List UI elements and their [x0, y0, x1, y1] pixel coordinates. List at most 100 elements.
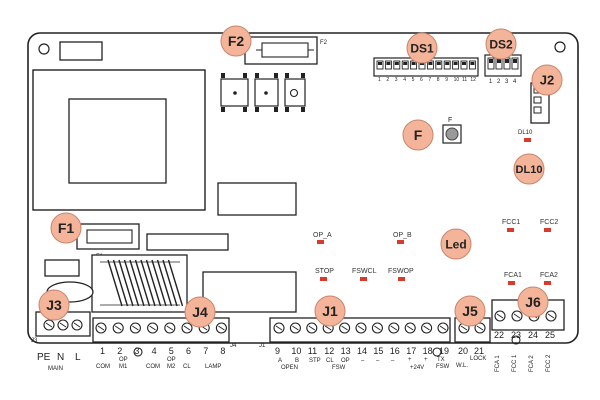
ds2-number: 4 [513, 79, 517, 85]
svg-text:+: + [424, 357, 428, 363]
callout-dl10: DL10 [513, 153, 545, 185]
callout-label: J1 [322, 303, 338, 319]
callout-label: J5 [462, 303, 478, 319]
transformer-core [68, 98, 167, 184]
callout-j4: J4 [184, 296, 216, 328]
terminal-number: 7 [203, 346, 208, 356]
terminal-number: 5 [169, 346, 174, 356]
svg-text:LOCK: LOCK [470, 356, 486, 362]
relay-right [254, 73, 279, 112]
led-fswcl: FSWCL [352, 268, 377, 281]
callout-f: F [402, 119, 434, 151]
terminal-number: 22 [494, 330, 504, 340]
j1-terminal-functions: A B OPEN STP CL OP FSW – – – + + +24V TX… [278, 357, 450, 371]
led-dl10 [524, 138, 531, 142]
callout-label: J4 [192, 304, 208, 320]
ds1-number: 4 [403, 77, 406, 83]
coil-inductor [91, 254, 188, 313]
svg-text:+: + [408, 357, 412, 363]
ds1-number: 3 [395, 77, 398, 83]
callout-f2: F2 [220, 25, 252, 57]
ds1-number: 2 [386, 77, 389, 83]
svg-text:OP: OP [167, 357, 176, 363]
terminal-number: 16 [390, 346, 400, 356]
terminal-number: 24 [528, 330, 538, 340]
callout-ds2: DS2 [485, 28, 517, 60]
svg-text:COM: COM [146, 364, 160, 370]
callout-led: Led [440, 228, 472, 260]
ds2-number: 1 [489, 79, 493, 85]
svg-text:–: – [376, 358, 380, 364]
terminal-number: 21 [474, 346, 484, 356]
label-main: MAIN [48, 366, 63, 372]
main-labels: PE N L MAIN [37, 352, 81, 372]
svg-text:–: – [391, 358, 395, 364]
terminal-number: 13 [341, 346, 351, 356]
dip-switch-ds2 [484, 54, 522, 77]
ds1-number: 6 [420, 77, 423, 83]
terminal-number: 1 [100, 346, 105, 356]
hole-j4-a [133, 347, 143, 357]
svg-text:–: – [361, 358, 365, 364]
callout-label: Led [445, 237, 466, 251]
terminal-number: 4 [152, 346, 157, 356]
j3-small-label: J3 [31, 338, 38, 344]
terminal-number: 23 [511, 330, 521, 340]
callout-j3: J3 [38, 289, 70, 321]
ds2-number: 3 [505, 79, 509, 85]
callout-j2: J2 [531, 64, 563, 96]
terminal-number: 25 [545, 330, 555, 340]
j6-function-label: FCC 2 [546, 354, 552, 372]
svg-text:LAMP: LAMP [205, 364, 221, 370]
terminal-number: 6 [186, 346, 191, 356]
j5-terminal-functions: LOCK W.L. [456, 356, 486, 369]
push-button-f [442, 124, 462, 144]
j6-function-label: FCC 1 [512, 354, 518, 372]
ds2-number: 2 [497, 79, 501, 85]
ds1-number: 7 [428, 77, 431, 83]
callout-j5: J5 [454, 295, 486, 327]
svg-text:STOP: STOP [315, 268, 334, 275]
terminal-number: 15 [373, 346, 383, 356]
callout-label: J2 [540, 73, 554, 88]
ds2-key [511, 57, 519, 70]
svg-text:B: B [295, 358, 299, 364]
top-left-component [59, 41, 103, 61]
led-fca2: FCA2 [540, 272, 558, 285]
svg-text:OP_B: OP_B [393, 232, 412, 239]
terminal-number: 17 [406, 346, 416, 356]
svg-text:TX: TX [437, 357, 445, 363]
terminal-number: 14 [357, 346, 367, 356]
small-component-left [44, 259, 80, 277]
callout-label: F1 [58, 220, 75, 236]
ds2-key [487, 57, 495, 70]
capacitor-block [217, 182, 297, 216]
ds1-number: 8 [437, 77, 440, 83]
callout-label: DS2 [489, 37, 513, 51]
led-fca1: FCA1 [504, 272, 522, 285]
j6-function-label: FCA 1 [495, 355, 501, 372]
callout-j1: J1 [314, 295, 346, 327]
led-fswop: FSWOP [388, 268, 414, 281]
ds1-number: 5 [412, 77, 415, 83]
svg-text:OP_A: OP_A [313, 232, 332, 239]
callout-label: F2 [228, 33, 245, 49]
label-pe: PE [37, 352, 51, 363]
dl10-small-label: DL10 [518, 130, 533, 136]
callout-f1: F1 [50, 212, 82, 244]
svg-text:W.L.: W.L. [456, 363, 468, 369]
terminal-number: 11 [308, 346, 317, 356]
svg-text:COM: COM [96, 364, 110, 370]
led-stop: STOP [315, 268, 334, 281]
capacitor-block-2 [202, 271, 297, 313]
svg-text:FSWOP: FSWOP [388, 268, 414, 275]
terminal-number: 18 [423, 346, 433, 356]
svg-text:A: A [278, 358, 282, 364]
svg-text:OPEN: OPEN [281, 365, 298, 371]
ds1-number: 10 [454, 77, 460, 83]
